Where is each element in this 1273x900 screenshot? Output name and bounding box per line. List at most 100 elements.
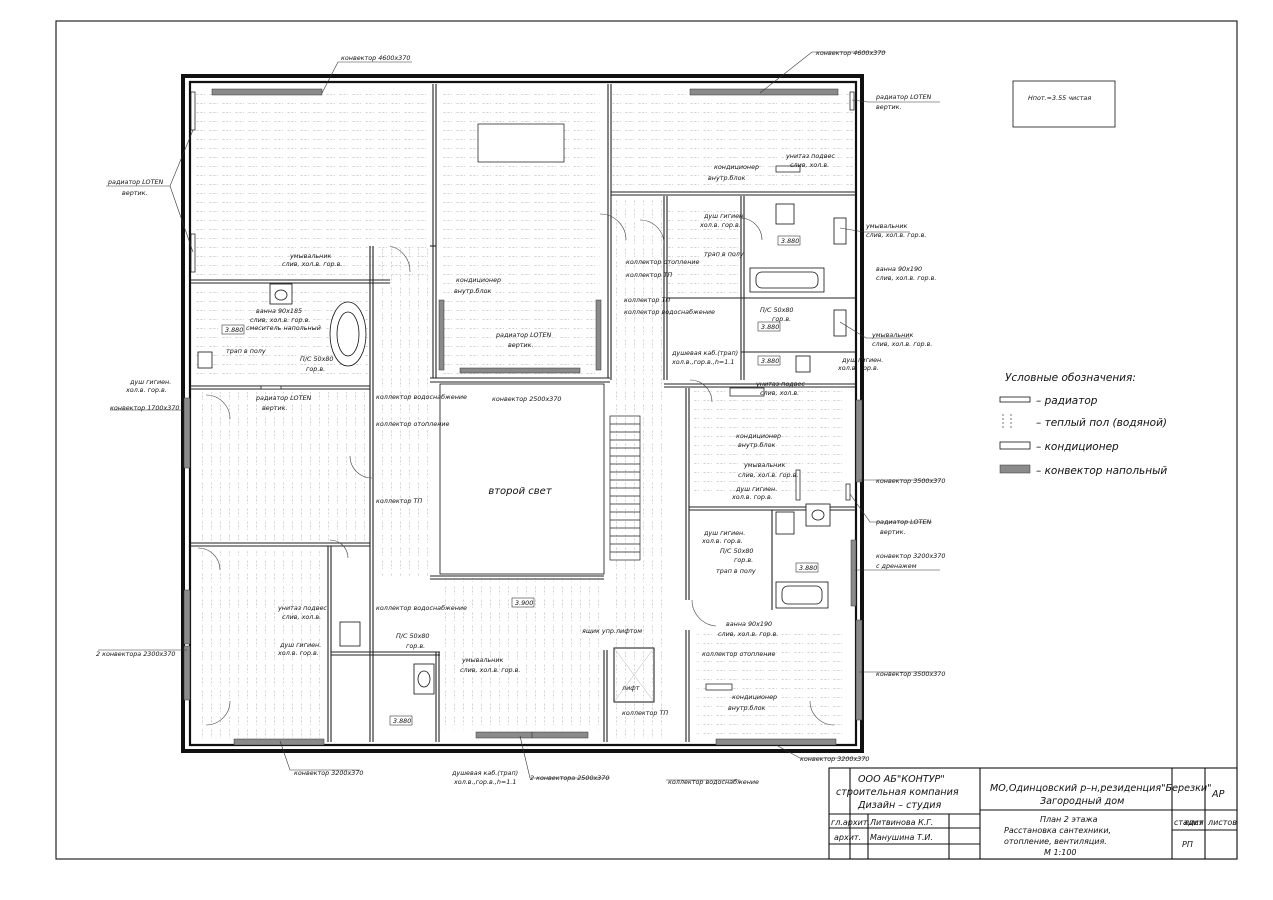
plan-label: вертик.	[508, 341, 534, 349]
plan-label: слив, хол.в. гор.в.	[282, 260, 342, 268]
plan-label: хол.в. гор.в.	[277, 649, 319, 657]
plan-label: М 1:100	[1044, 848, 1077, 857]
plan-label: внутр.блок	[454, 287, 491, 295]
plan-graphic	[197, 351, 213, 369]
plan-graphic	[839, 321, 910, 339]
legend-ac-swatch	[999, 441, 1031, 450]
plan-label: гор.в.	[772, 315, 791, 323]
plan-label: внутр.блок	[708, 174, 745, 182]
plan-graphic	[439, 383, 605, 575]
legend-radiator-swatch	[999, 396, 1031, 403]
convector-4600-left	[211, 88, 323, 96]
plan-graphic	[279, 740, 360, 771]
plan-graphic	[339, 621, 361, 647]
plan-graphic	[197, 547, 221, 571]
plan-label: коллектор отопление	[626, 258, 700, 266]
plan-label: ванна 90х190	[726, 620, 772, 628]
plan-label: кондиционер	[736, 432, 781, 440]
plan-label: унитаз подвес	[755, 380, 805, 388]
plan-graphic	[777, 235, 801, 246]
plan-graphic	[188, 80, 858, 747]
plan-label: душевая каб.(трап)	[671, 349, 738, 357]
plan-graphic	[739, 217, 763, 241]
plan-graphic	[198, 550, 328, 738]
plan-label: хол.в. гор.в.	[699, 221, 741, 229]
plan-label: коллектор водоснабжение	[376, 393, 467, 401]
plan-label: коллектор отопление	[376, 420, 450, 428]
plan-graphic	[612, 200, 666, 740]
second-light-label: второй свет	[488, 486, 553, 497]
plan-label: 2 конвектора 2500х370	[530, 774, 609, 782]
plan-graphic	[694, 388, 842, 498]
plan-label: умывальник	[871, 331, 914, 339]
plan-graphic	[668, 204, 740, 296]
second-light-void: второй свет	[439, 383, 605, 575]
plan-graphic	[329, 539, 349, 559]
leader-lines	[98, 51, 940, 781]
plan-label: вертик.	[880, 528, 906, 536]
plan-graphic	[613, 647, 655, 703]
plan-label: РП	[1182, 840, 1193, 849]
plan-graphic	[775, 744, 866, 759]
plan-graphic	[194, 392, 370, 542]
plan-label: ванна 90х185	[256, 307, 302, 315]
plan-label: душ гигиен.	[279, 641, 321, 649]
plan-label: МО,Одинцовский р–н,резиденция"Березки"	[990, 783, 1212, 794]
plan-label: конвектор 1700х370	[110, 404, 179, 412]
plan-graphic	[389, 715, 413, 726]
legend-convector-swatch	[999, 464, 1031, 474]
plan-graphic	[205, 394, 231, 420]
plan-label: вертик.	[262, 404, 288, 412]
plan-graphic	[729, 387, 765, 397]
plan-label: хол.в.,гор.в.,h=1.1	[671, 358, 734, 366]
plan-label: лист	[1183, 818, 1204, 827]
plan-label: гор.в.	[406, 642, 425, 650]
plan-label: хол.в. гор.в.	[125, 386, 167, 394]
plan-label: смеситель напольный	[246, 324, 321, 332]
plan-graphic	[781, 585, 823, 605]
interior-partitions	[190, 84, 856, 742]
plan-label: 3.880	[761, 357, 779, 365]
plan-label: душ гигиен.	[129, 378, 171, 386]
plan-graphic	[839, 227, 910, 233]
plan-graphic	[511, 597, 535, 608]
plan-graphic	[194, 88, 430, 276]
plan-graphic	[833, 217, 847, 245]
plan-label: кондиционер	[732, 693, 777, 701]
plan-graphic	[757, 321, 781, 332]
plan-label: 2 конвектора 2300х370	[96, 650, 175, 658]
plan-label: коллектор водоснабжение	[624, 308, 715, 316]
plan-label: конвектор 4600х370	[341, 54, 410, 62]
convector-2500-bottom-a	[475, 731, 533, 739]
height-note-box	[1012, 80, 1116, 128]
plan-label: Расстановка сантехники,	[1004, 826, 1111, 835]
plan-label: слив, хол.в. гор.в.	[718, 630, 778, 638]
plan-graphic	[321, 61, 412, 94]
plan-graphic	[775, 165, 801, 173]
plan-graphic	[755, 271, 819, 289]
plan-label: отопление, вентиляция.	[1004, 837, 1107, 846]
plan-label: гл.архит.	[831, 818, 870, 827]
convector-2500-top	[459, 367, 581, 374]
floor-convectors	[183, 88, 863, 746]
plan-label: радиатор LOTEN	[495, 331, 552, 339]
plan-graphic	[795, 469, 801, 501]
plan-graphic	[691, 599, 717, 627]
convector-3500-right-lower	[855, 619, 863, 721]
plan-label: коллектор ТП	[376, 497, 422, 505]
staircase	[609, 415, 641, 561]
plan-label: листов	[1207, 818, 1237, 827]
convector-3500-right-upper	[855, 399, 863, 483]
plan-label: внутр.блок	[728, 704, 765, 712]
plan-graphic	[274, 289, 288, 301]
plan-label: душ гигиен.	[735, 485, 777, 493]
plan-label: слив, хол.в. гор.в.	[738, 471, 798, 479]
plan-graphic	[851, 99, 940, 103]
plan-graphic	[705, 683, 733, 691]
plan-label: стадия	[1174, 818, 1204, 827]
plan-label: хол.в.,гор.в.,h=1.1	[453, 778, 516, 786]
plan-label: гор.в.	[306, 365, 325, 373]
plan-label: кондиционер	[714, 163, 759, 171]
plan-label: вертик.	[122, 189, 148, 197]
